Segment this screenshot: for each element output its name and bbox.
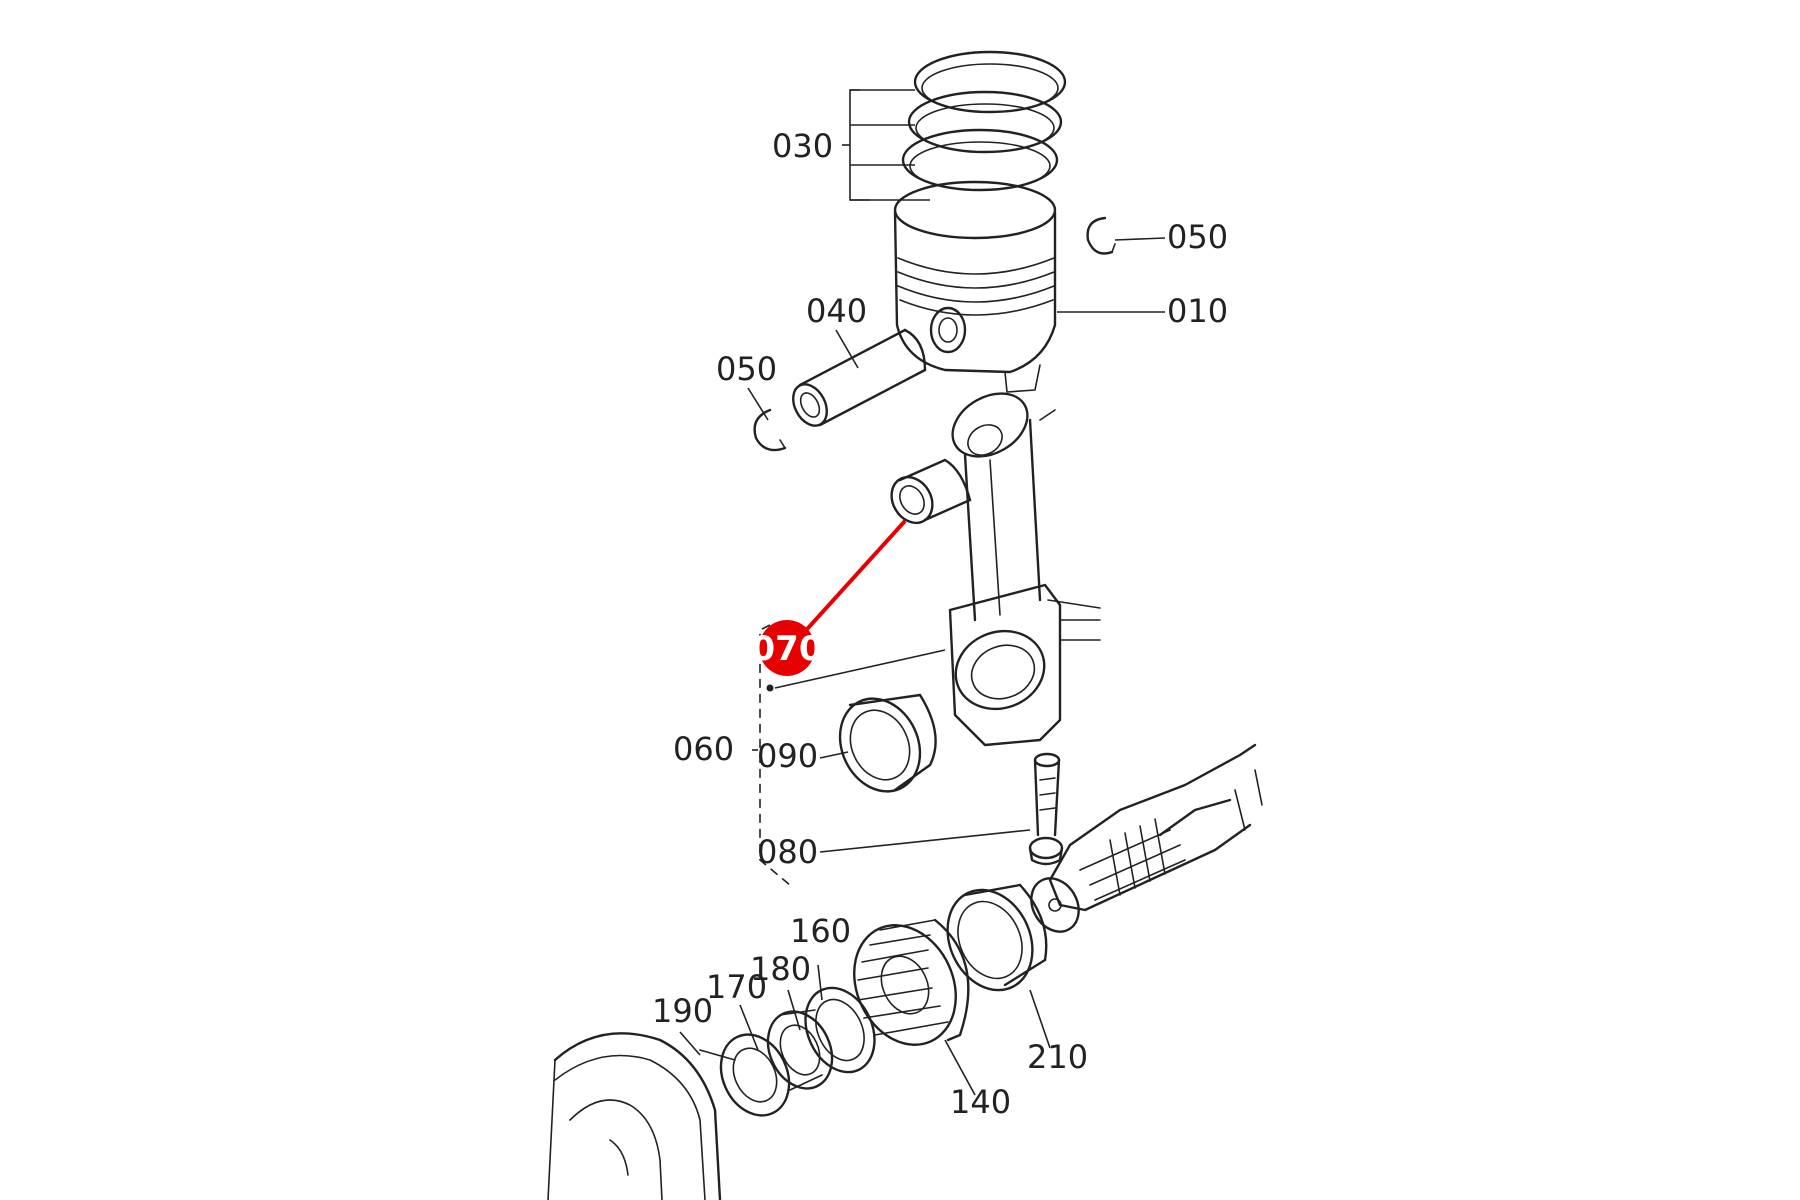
callout-160: 160 <box>790 912 851 950</box>
small-end-bushing <box>890 458 972 525</box>
piston-rings <box>901 50 1067 192</box>
callout-040: 040 <box>806 292 867 330</box>
connecting-rod <box>948 392 1101 747</box>
crank-gear <box>853 918 970 1046</box>
callout-210: 210 <box>1027 1038 1088 1076</box>
highlight-callout-070[interactable]: 070 <box>752 519 907 676</box>
callout-010: 010 <box>1167 292 1228 330</box>
callout-140: 140 <box>950 1083 1011 1121</box>
leader-lines <box>679 89 1166 1096</box>
crank-pulley <box>547 1032 736 1200</box>
highlight-leader-line <box>788 519 907 650</box>
snap-ring-left <box>753 408 787 452</box>
callout-030: 030 <box>772 127 833 165</box>
crank-gear-bearing <box>946 883 1048 992</box>
callout-190: 190 <box>652 992 713 1030</box>
crankshaft <box>1030 743 1263 933</box>
highlight-badge[interactable] <box>759 620 815 676</box>
crank-pin-bearing <box>838 693 937 793</box>
collar-180 <box>766 1009 834 1091</box>
rod-bolt <box>1028 752 1064 866</box>
assembly-bracket <box>759 624 791 886</box>
snap-ring-right <box>1086 216 1116 255</box>
callout-080: 080 <box>757 833 818 871</box>
callout-180: 180 <box>750 950 811 988</box>
callout-090: 090 <box>757 737 818 775</box>
highlight-badge-label: 070 <box>752 629 823 669</box>
callout-050-right: 050 <box>1167 218 1228 256</box>
piston <box>893 180 1057 393</box>
bracket-dot <box>766 684 774 692</box>
callout-170: 170 <box>706 968 767 1006</box>
callout-050-left: 050 <box>716 350 777 388</box>
callout-060: 060 <box>673 730 734 768</box>
bearing-170 <box>719 1033 791 1117</box>
